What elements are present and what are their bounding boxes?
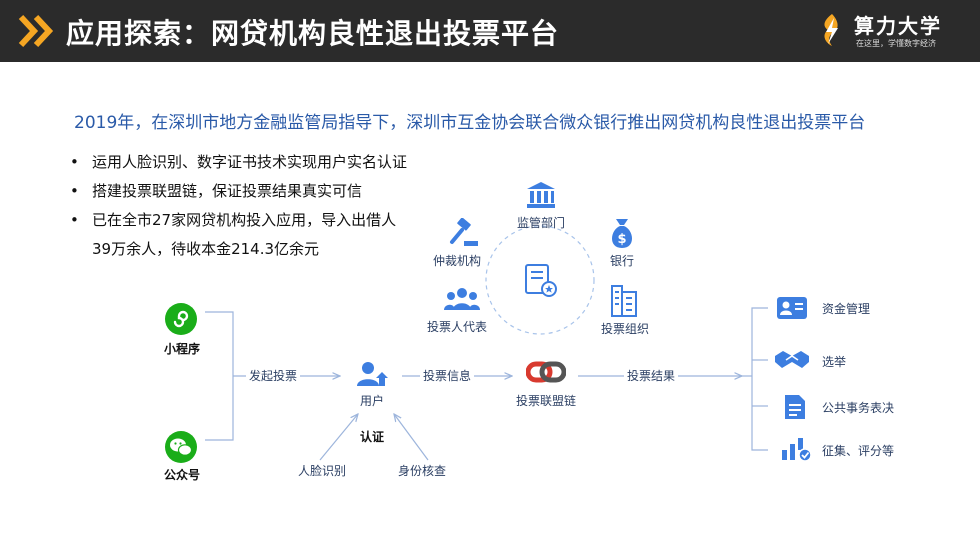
outcome-collection-rating: 征集、评分等 — [822, 444, 895, 458]
id-auth-arrow — [394, 414, 429, 461]
header-bar: 应用探索：网贷机构良性退出投票平台 算力大学 在这里，学懂数字经济 — [0, 0, 980, 62]
logo-slogan: 在这里，学懂数字经济 — [856, 39, 936, 48]
outcome-public-affairs: 公共事务表决 — [822, 401, 895, 415]
double-chevron-icon — [18, 14, 54, 48]
identity-check-label: 身份核查 — [397, 464, 446, 478]
chain-link-icon — [526, 361, 566, 383]
office-building-icon — [611, 285, 637, 317]
government-building-icon — [527, 182, 555, 208]
face-auth-arrow — [319, 414, 358, 461]
bar-chart-check-icon — [782, 438, 812, 462]
subtitle: 2019年，在深圳市地方金融监管局指导下，深圳市互金协会联合微众银行推出网贷机构… — [74, 113, 866, 133]
document-icon — [785, 395, 805, 419]
regulator-label: 监管部门 — [516, 216, 565, 230]
bullet-item: 运用人脸识别、数字证书技术实现用户实名认证 — [66, 148, 407, 177]
blockchain-label: 投票联盟链 — [515, 394, 576, 408]
wechat-icon — [165, 431, 197, 463]
logo-mark-icon — [824, 14, 838, 46]
official-account-label: 公众号 — [163, 468, 200, 482]
bullet-list: 运用人脸识别、数字证书技术实现用户实名认证 搭建投票联盟链，保证投票结果真实可信… — [66, 148, 407, 264]
bullet-item: 搭建投票联盟链，保证投票结果真实可信 — [66, 177, 407, 206]
face-recognition-label: 人脸识别 — [297, 464, 346, 478]
bullet-item-continued: 39万余人，待收本金214.3亿余元 — [92, 240, 320, 258]
outcome-fund-management: 资金管理 — [822, 302, 871, 316]
bank-label: 银行 — [609, 254, 634, 268]
user-label: 用户 — [359, 394, 384, 408]
mini-program-icon — [165, 303, 197, 335]
user-icon — [357, 362, 388, 386]
entry-bracket — [205, 311, 234, 441]
money-bag-icon: $ — [612, 219, 632, 248]
svg-text:$: $ — [617, 232, 626, 247]
edge-vote-result-label: 投票结果 — [624, 367, 678, 384]
bullet-item: 已在全市27家网贷机构投入应用，导入出借人 — [66, 206, 407, 235]
representative-label: 投票人代表 — [426, 320, 487, 334]
group-people-icon — [444, 288, 480, 310]
outcome-election: 选举 — [822, 355, 847, 369]
edge-initiate-label: 发起投票 — [246, 367, 300, 384]
arbitration-label: 仲裁机构 — [432, 254, 481, 268]
organizer-label: 投票组织 — [600, 322, 649, 336]
participants-circle — [485, 225, 595, 335]
page-title: 应用探索：网贷机构良性退出投票平台 — [66, 17, 560, 50]
id-card-icon — [777, 297, 807, 319]
edge-vote-info-label: 投票信息 — [420, 367, 474, 384]
gavel-icon — [450, 218, 478, 246]
logo-name: 算力大学 — [854, 14, 942, 38]
handshake-icon — [775, 351, 809, 368]
brand-logo: 算力大学 在这里，学懂数字经济 — [816, 8, 966, 54]
auth-label: 认证 — [359, 430, 384, 444]
certificate-icon — [525, 264, 557, 297]
outcomes-bracket — [751, 307, 768, 451]
mini-program-label: 小程序 — [163, 342, 200, 356]
